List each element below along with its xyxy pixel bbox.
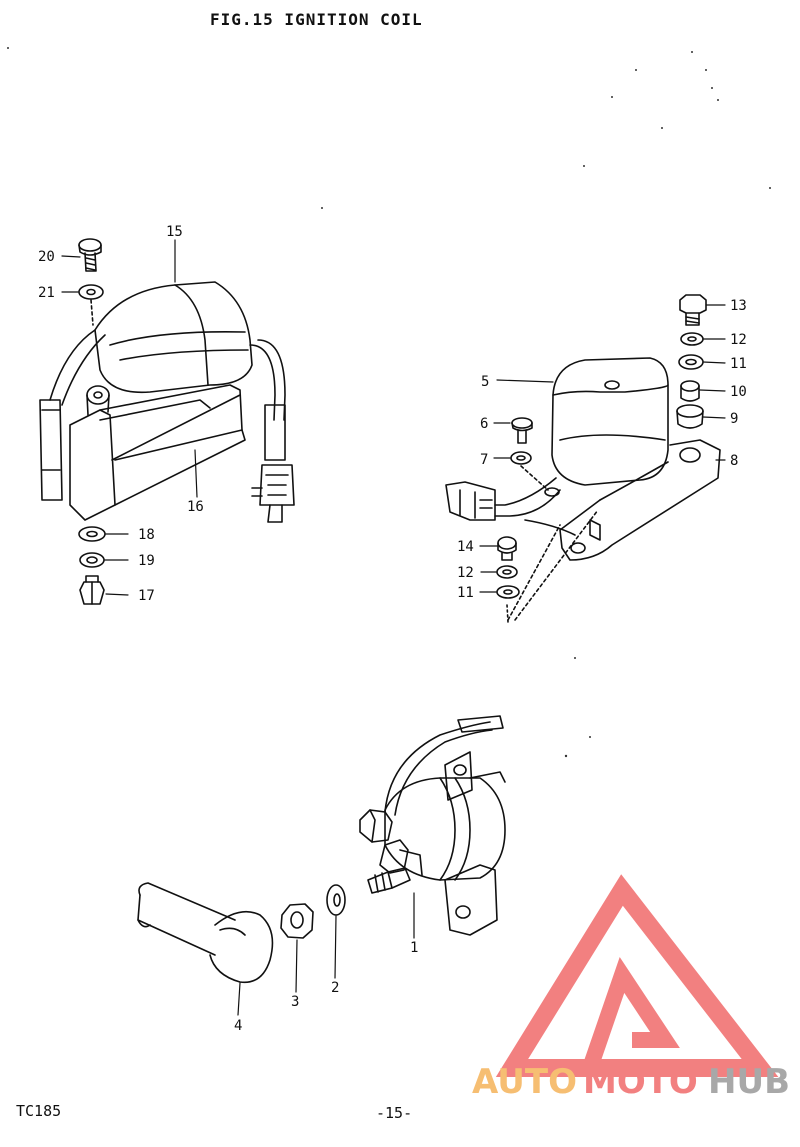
solenoid-assembly-drawing (138, 716, 505, 982)
label-part-11: 11 (730, 356, 747, 372)
figure-title: FIG.15 IGNITION COIL (210, 10, 423, 29)
ignition-coil-drawing (40, 239, 294, 604)
label-part-18: 18 (138, 527, 155, 543)
label-part-11-lower: 11 (457, 585, 474, 601)
label-part-2: 2 (331, 980, 339, 996)
label-part-21: 21 (38, 285, 55, 301)
logo-triangle-icon (512, 890, 760, 1068)
label-part-12: 12 (730, 332, 747, 348)
label-part-12-lower: 12 (457, 565, 474, 581)
watermark-word-hub: HUB (708, 1062, 790, 1102)
label-part-13: 13 (730, 298, 747, 314)
label-part-20: 20 (38, 249, 55, 265)
model-code: TC185 (16, 1102, 62, 1120)
label-part-15: 15 (166, 224, 183, 240)
part-number-labels: 15 20 21 16 18 19 17 5 6 7 13 12 11 10 9… (38, 224, 747, 1034)
label-part-10: 10 (730, 384, 747, 400)
label-part-1: 1 (410, 940, 418, 956)
label-part-8: 8 (730, 453, 738, 469)
label-part-19: 19 (138, 553, 155, 569)
watermark-word-moto: MOTO (583, 1062, 698, 1102)
regulator-unit-drawing (446, 295, 720, 622)
scan-specks (7, 47, 771, 758)
label-part-6: 6 (480, 416, 488, 432)
automotohub-watermark: AUTO MOTO HUB (472, 890, 790, 1102)
label-part-14: 14 (457, 539, 474, 555)
label-part-4: 4 (234, 1018, 242, 1034)
label-part-3: 3 (291, 994, 299, 1010)
label-part-5: 5 (481, 374, 489, 390)
label-part-16: 16 (187, 499, 204, 515)
page-number: -15- (376, 1104, 413, 1122)
logo-inner-mark-icon (590, 975, 665, 1068)
label-part-7: 7 (480, 452, 488, 468)
watermark-word-auto: AUTO (472, 1062, 577, 1102)
label-part-17: 17 (138, 588, 155, 604)
label-part-9: 9 (730, 411, 738, 427)
leader-lines (62, 240, 725, 1015)
